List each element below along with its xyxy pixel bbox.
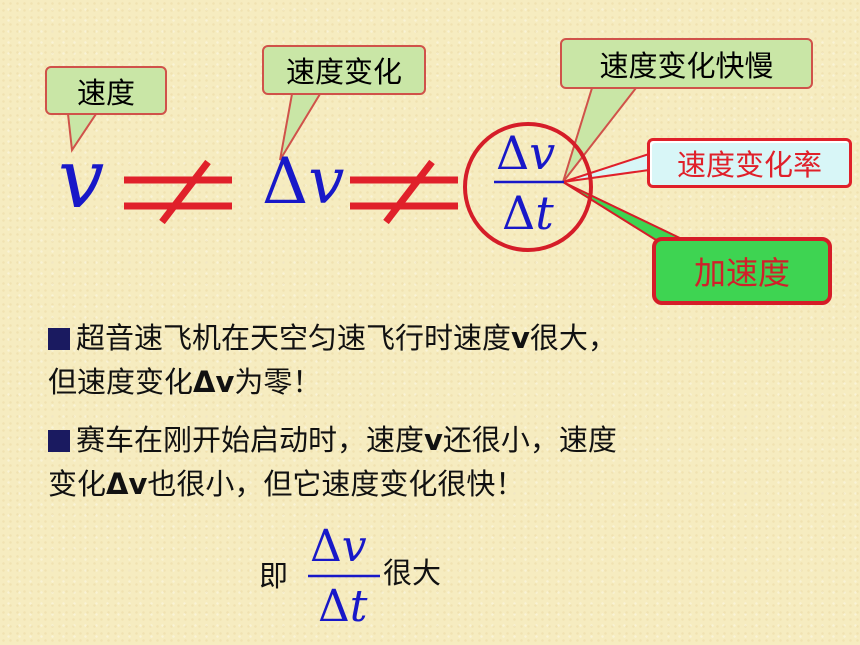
- para-symbol: Δv: [193, 365, 235, 399]
- delta-symbol: Δ: [502, 186, 536, 240]
- t-var: t: [535, 186, 554, 240]
- para-text: 超音速飞机在天空匀速飞行时速度: [76, 321, 512, 355]
- v-var: v: [341, 521, 367, 572]
- bullet-icon: [48, 328, 70, 350]
- v-var: v: [58, 132, 105, 227]
- paragraph-supersonic: 超音速飞机在天空匀速飞行时速度v很大， 但速度变化Δv为零！: [48, 316, 838, 404]
- v-var: v: [529, 126, 556, 180]
- para-text: 很大，: [529, 321, 617, 355]
- conclusion-fraction-denominator: Δt: [318, 583, 367, 631]
- para-symbol: Δv: [106, 467, 148, 501]
- conclusion-suffix: 很大: [383, 556, 442, 590]
- delta-symbol: Δ: [262, 145, 309, 219]
- change-speed-callout: 速度变化快慢: [560, 38, 813, 89]
- paragraph-race-car: 赛车在刚开始启动时，速度v还很小，速度变化Δv也很小，但它速度变化很快！: [48, 418, 838, 506]
- para-text: 还很小，速度: [442, 423, 617, 457]
- delta-symbol: Δ: [318, 581, 350, 632]
- para-symbol: v: [424, 423, 443, 457]
- speed-callout: 速度: [45, 66, 167, 115]
- conclusion-fraction-numerator: Δv: [310, 523, 367, 571]
- para-text: 为零！: [234, 365, 322, 399]
- para-text: 但速度变化: [48, 365, 194, 399]
- v-var: v: [308, 145, 345, 219]
- velocity-symbol: v: [58, 135, 104, 225]
- change-rate-callout: 速度变化率: [647, 138, 852, 188]
- para-text: 变化: [48, 467, 107, 501]
- accel-callout-pointer: [562, 181, 685, 241]
- conclusion-prefix: 即: [259, 559, 289, 593]
- para-symbol: v: [511, 321, 530, 355]
- t-var: t: [349, 581, 368, 632]
- delta-symbol: Δ: [496, 126, 530, 180]
- speed-change-callout: 速度变化: [262, 45, 426, 95]
- fraction-denominator: Δt: [502, 188, 554, 238]
- fraction-numerator: Δv: [496, 128, 555, 178]
- bullet-icon: [48, 430, 70, 452]
- not-equal-icon: [350, 159, 458, 225]
- velocity-change-symbol: Δv: [262, 142, 344, 222]
- not-equal-icon: [124, 159, 232, 225]
- fraction-highlight-circle: [463, 122, 593, 252]
- acceleration-callout: 加速度: [652, 237, 832, 305]
- para-text: 也很小，但它速度变化很快！: [147, 467, 525, 501]
- delta-symbol: Δ: [310, 521, 342, 572]
- para-text: 赛车在刚开始启动时，速度: [76, 423, 425, 457]
